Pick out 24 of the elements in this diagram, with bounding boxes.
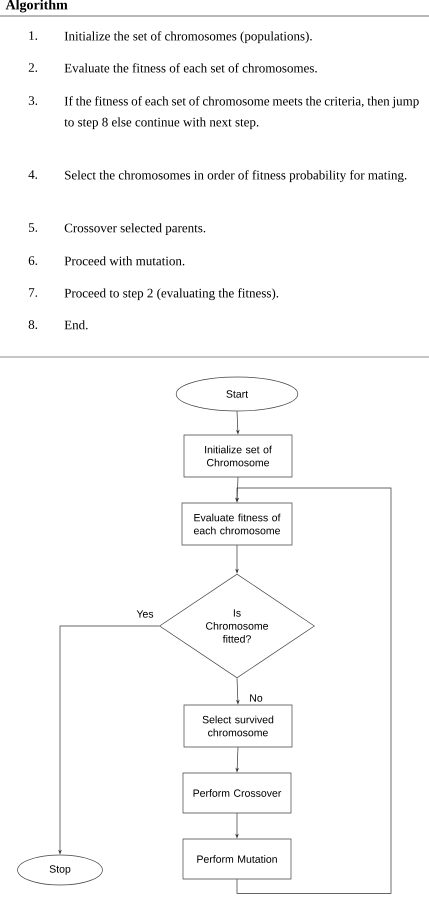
step-text: Proceed to step 2 (evaluating the fitness). <box>64 288 278 300</box>
step-number: 8. <box>28 320 38 330</box>
process-box: Evaluate fitness of each chromosome <box>182 502 292 546</box>
step-text: Select the chromosomes in order of fitness probability for mating. <box>65 170 406 182</box>
step-number: 1. <box>29 31 38 40</box>
step-number: 5. <box>28 223 38 232</box>
step-text: End. <box>64 320 88 330</box>
step-text: Initialize the set of chromosomes (populations). <box>64 31 312 44</box>
step-text: Proceed with mutation. <box>64 256 184 266</box>
step-text: Evaluate the fitness of each set of chromosomes. <box>64 63 317 73</box>
step-number: 3. <box>28 96 38 105</box>
process-box: Perform Mutation <box>182 838 292 880</box>
edge-label: Yes <box>136 610 154 618</box>
process-box: Initialize set of Chromosome <box>184 434 292 478</box>
step-text: If the fitness of each set of chromosome meets the criteria, then jump to step 8 else continue with next step. <box>64 96 419 130</box>
process-box: Perform Crossover <box>182 772 292 814</box>
step-text: Crossover selected parents. <box>64 223 206 235</box>
edge-label: No <box>250 694 262 702</box>
step-number: 6. <box>28 256 38 265</box>
process-box: Select survived chromosome <box>184 704 292 748</box>
heading: Algorithm <box>6 0 68 12</box>
step-number: 7. <box>29 288 38 297</box>
step-number: 4. <box>28 170 38 179</box>
step-number: 2. <box>28 63 38 72</box>
